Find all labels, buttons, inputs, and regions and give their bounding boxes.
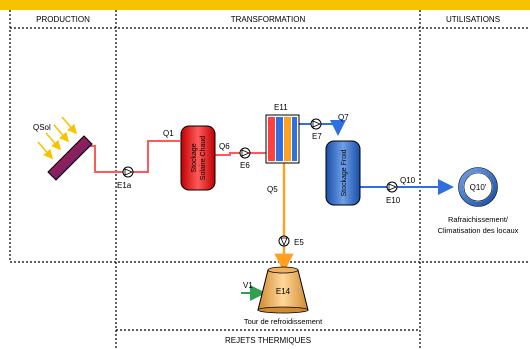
label-qsol: QSol xyxy=(33,123,51,132)
q10-user-ring-icon xyxy=(458,167,498,207)
hot-pipe-q6 xyxy=(215,152,240,156)
label-q10-user: Q10' xyxy=(470,183,487,192)
section-frame xyxy=(9,10,530,349)
label-e14: E14 xyxy=(276,287,291,296)
label-q10: Q10 xyxy=(400,176,416,185)
label-e5: E5 xyxy=(294,238,304,247)
cooling-tower xyxy=(257,266,309,314)
label-e6: E6 xyxy=(240,161,250,170)
label-e1a: E1a xyxy=(117,181,132,190)
top-banner xyxy=(0,0,530,10)
label-q7: Q7 xyxy=(338,113,349,122)
section-transformation: TRANSFORMATION xyxy=(231,15,306,24)
section-rejets: REJETS THERMIQUES xyxy=(225,336,311,345)
stockage-froid-tank: Stockage Froid xyxy=(325,140,361,206)
rafraichissement-line2: Climatisation des locaux xyxy=(438,226,519,235)
section-production: PRODUCTION xyxy=(36,15,90,24)
label-e10: E10 xyxy=(386,196,401,205)
label-e11: E11 xyxy=(274,103,288,112)
label-e7: E7 xyxy=(312,132,322,141)
label-q5: Q5 xyxy=(267,185,278,194)
pump-e1a-icon xyxy=(122,166,134,178)
stockage-froid-label: Stockage Froid xyxy=(341,149,348,196)
stockage-chaud-label-line2: Solaire Chaud xyxy=(200,136,207,180)
tour-label: Tour de refroidissement xyxy=(244,317,323,326)
stockage-chaud-label-line1: Stockage xyxy=(191,143,198,172)
pump-e10-icon xyxy=(386,181,398,193)
pump-e6-icon xyxy=(239,147,251,159)
stockage-chaud-tank: Stockage Solaire Chaud xyxy=(180,125,216,191)
hot-pipe-q1 xyxy=(133,140,180,173)
section-utilisations: UTILISATIONS xyxy=(446,15,500,24)
label-q1: Q1 xyxy=(163,129,174,138)
solar-panel-icon xyxy=(47,135,93,181)
pump-e7-icon xyxy=(310,118,322,130)
pump-e5-icon xyxy=(278,235,290,247)
sun-rays-icon xyxy=(37,116,78,160)
rafraichissement-line1: Rafraichissement/ xyxy=(448,215,509,224)
e11-absorber xyxy=(265,114,300,164)
label-v1: V1 xyxy=(243,281,253,290)
cold-pipe-q7 xyxy=(321,120,346,136)
hot-pipe-collector xyxy=(88,145,123,173)
label-q6: Q6 xyxy=(219,142,230,151)
